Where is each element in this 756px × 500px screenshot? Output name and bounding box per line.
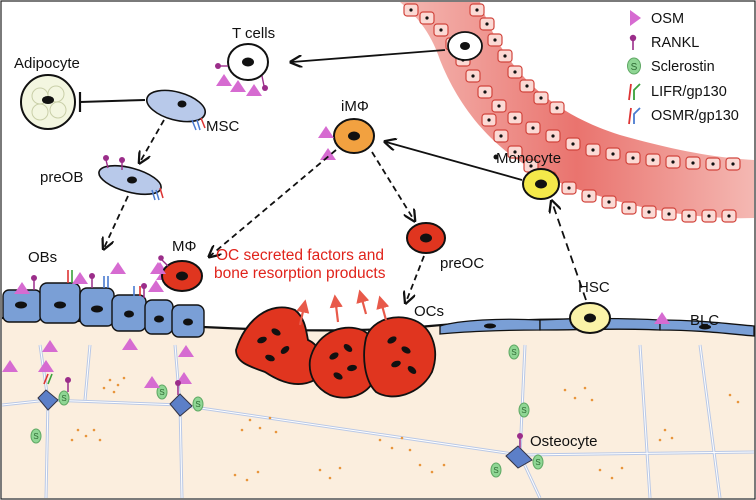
- legend-item-rankl: RANKL: [629, 34, 699, 51]
- label-oc-factors-line2: bone resorption products: [214, 265, 386, 282]
- adipocyte: [20, 74, 76, 130]
- label-monocyte: Monocyte: [496, 150, 561, 167]
- lineage-arrows: [104, 49, 587, 302]
- macrophage-cell: [148, 255, 203, 292]
- svg-text:Sclerostin: Sclerostin: [651, 59, 715, 75]
- lollipop-icon: [629, 34, 637, 50]
- svg-text:S: S: [61, 394, 66, 403]
- legend-item-lifr: LIFR/gp130: [628, 83, 727, 101]
- vessel-t-cell: [447, 31, 483, 61]
- label-adipocyte: Adipocyte: [14, 55, 80, 72]
- legend-item-osmr: OSMR/gp130: [628, 107, 739, 125]
- label-macrophage: MΦ: [172, 238, 196, 255]
- triangle-icon: [630, 10, 641, 26]
- label-hsc: HSC: [578, 279, 610, 296]
- osteoblast-layer: [2, 282, 205, 338]
- svg-text:RANKL: RANKL: [651, 35, 699, 51]
- svg-text:LIFR/gp130: LIFR/gp130: [651, 84, 727, 100]
- osteocytes: [37, 389, 533, 469]
- svg-text:OSM: OSM: [651, 11, 684, 27]
- label-obs: OBs: [28, 249, 57, 266]
- label-inflammatory-macrophage: iMΦ: [341, 98, 369, 115]
- svg-text:S: S: [159, 388, 164, 397]
- svg-text:S: S: [493, 466, 498, 475]
- hsc-cell: [569, 302, 611, 334]
- label-t-cells: T cells: [232, 25, 275, 42]
- label-osteocyte: Osteocyte: [530, 433, 598, 450]
- legend-item-sclerostin: S Sclerostin: [627, 57, 715, 75]
- svg-text:OSMR/gp130: OSMR/gp130: [651, 108, 739, 124]
- bone-matrix: [1, 316, 755, 499]
- svg-text:S: S: [521, 406, 526, 415]
- mineral-dots: [70, 376, 740, 482]
- label-blc: BLC: [690, 312, 719, 329]
- sclerostin-s-icon: S: [627, 57, 641, 75]
- receptors-osteoblasts: [43, 270, 141, 385]
- label-oc-factors-line1: OC secreted factors and: [216, 247, 384, 264]
- monocyte-cell: [493, 154, 560, 200]
- label-pre-oc: preOC: [440, 255, 484, 272]
- svg-text:S: S: [535, 458, 540, 467]
- blood-vessel: [400, 2, 754, 223]
- pre-oc-cell: [406, 222, 446, 254]
- t-cell: [215, 43, 269, 96]
- svg-text:S: S: [195, 400, 200, 409]
- sclerostin-marks: S S S S S S S S: [30, 344, 544, 478]
- legend: OSM RANKL S Sclerostin LIFR/gp130: [620, 4, 752, 125]
- osmr-receptor-icon: [628, 107, 641, 125]
- label-msc: MSC: [206, 118, 240, 135]
- label-pre-ob: preOB: [40, 169, 83, 186]
- lifr-receptor-icon: [628, 83, 641, 101]
- svg-text:S: S: [511, 348, 516, 357]
- osteoclasts: [235, 289, 437, 399]
- legend-item-osm: OSM: [630, 10, 684, 27]
- resorption-arrows: [296, 289, 390, 326]
- msc-cell: [145, 89, 207, 131]
- svg-text:S: S: [33, 432, 38, 441]
- svg-text:S: S: [631, 62, 638, 73]
- labels: T cells Adipocyte MSC preOB OBs MΦ iMΦ p…: [14, 25, 719, 450]
- inhibition-line: [78, 92, 146, 112]
- inflammatory-macrophage-cell: [318, 118, 375, 160]
- label-ocs: OCs: [414, 303, 444, 320]
- rankl-lollipops: [31, 273, 523, 448]
- pre-ob-cell: [98, 155, 164, 201]
